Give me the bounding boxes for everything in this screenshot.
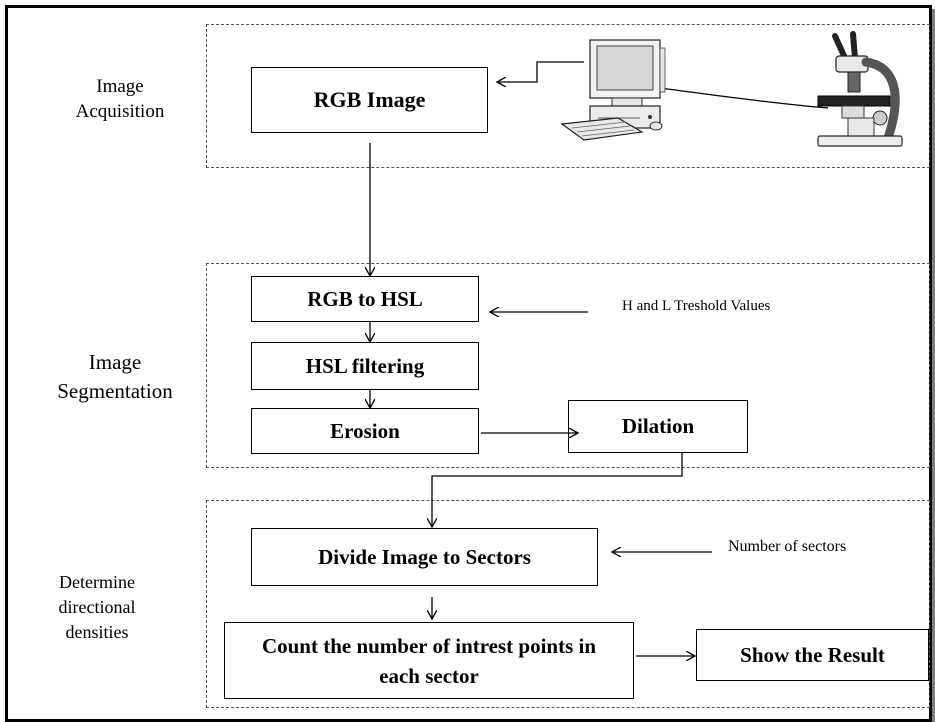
section-densities bbox=[206, 500, 930, 708]
rgb-image-box: RGB Image bbox=[251, 67, 488, 133]
arrow-dilation-to-divide bbox=[432, 453, 683, 527]
count-points-box: Count the number of intrest points in ea… bbox=[224, 622, 634, 699]
computer-icon bbox=[560, 39, 666, 141]
label-directional-densities: Determine directional densities bbox=[58, 572, 136, 642]
dilation-box: Dilation bbox=[568, 400, 748, 453]
section-segmentation bbox=[206, 263, 930, 468]
microscope-icon bbox=[817, 31, 903, 147]
hsl-filtering-box: HSL filtering bbox=[251, 342, 479, 390]
threshold-values-note: H and L Treshold Values bbox=[622, 298, 771, 314]
label-image-segmentation: Image Segmentation bbox=[57, 350, 173, 403]
show-result-box: Show the Result bbox=[696, 629, 929, 681]
microscope-cable bbox=[659, 87, 829, 109]
label-image-acquisition: Image Acquisition bbox=[75, 76, 165, 122]
arrow-computer-to-rgb bbox=[497, 61, 584, 82]
divide-sectors-box: Divide Image to Sectors bbox=[251, 528, 598, 586]
rgb-to-hsl-box: RGB to HSL bbox=[251, 276, 479, 322]
section-acquisition bbox=[206, 24, 930, 168]
erosion-box: Erosion bbox=[251, 408, 479, 454]
number-of-sectors-note: Number of sectors bbox=[728, 538, 847, 555]
